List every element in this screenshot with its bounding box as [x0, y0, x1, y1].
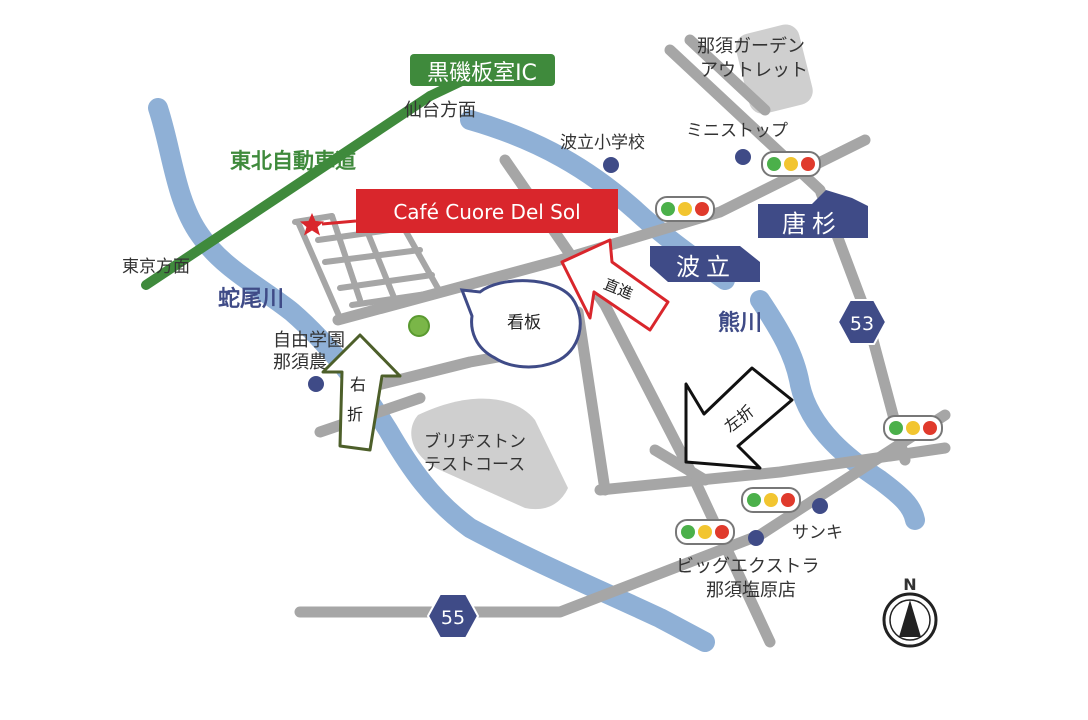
- ministop-poi-dot-icon: [735, 149, 751, 165]
- right-turn-label-1: 右: [350, 375, 366, 394]
- sanki-label: サンキ: [792, 523, 843, 543]
- sanki-poi-dot-icon: [812, 498, 828, 514]
- bigx-label-line1: ビッグエクストラ: [676, 556, 819, 577]
- straight-arrow: 直進: [560, 238, 670, 332]
- tokyo-direction-label: 東京方面: [122, 257, 190, 277]
- school-poi-dot-icon: [308, 376, 324, 392]
- road-south-ew: [594, 442, 951, 496]
- karasugi-label: 唐杉: [782, 210, 842, 238]
- traffic-signal-icon: [761, 151, 821, 177]
- bridgestone-test-course-area: [411, 398, 568, 510]
- ic-label: 黒磯板室IC: [427, 61, 537, 86]
- bridgestone-label-line2: テストコース: [424, 455, 525, 475]
- river-kuma: [750, 290, 925, 530]
- turn-arrow-icon: [321, 333, 402, 452]
- ministop-label: ミニストップ: [686, 121, 788, 141]
- elementary-school-label: 波立小学校: [560, 133, 645, 153]
- cafe-marker: Café Cuore Del Sol: [300, 189, 618, 236]
- left-turn-arrow: 左折: [684, 366, 794, 470]
- garden-outlet-label-line1: 那須ガーデン: [697, 36, 805, 57]
- compass-icon: N: [882, 575, 938, 648]
- traffic-signal-icon: [675, 519, 735, 545]
- ic-badge: 黒磯板室IC: [410, 54, 555, 86]
- star-icon: [300, 213, 324, 236]
- river-hebio-label: 蛇尾川: [218, 286, 284, 312]
- sign-label: 看板: [507, 313, 541, 333]
- route-55-shield: 55: [426, 593, 480, 639]
- elementary-poi-dot-icon: [603, 157, 619, 173]
- route-53-shield: 53: [836, 299, 888, 345]
- turn-arrow-icon: [684, 366, 794, 470]
- route-shield-icon: [426, 593, 480, 639]
- traffic-signal-icon: [883, 415, 943, 441]
- north-label: N: [903, 575, 916, 594]
- garden-outlet-label-line2: アウトレット: [700, 60, 808, 81]
- expressway-label: 東北自動車道: [230, 149, 356, 173]
- cafe-name: Café Cuore Del Sol: [393, 200, 580, 224]
- sign-bubble: 看板: [459, 279, 582, 369]
- bigx-label-line2: 那須塩原店: [706, 580, 796, 601]
- bridgestone-label-line1: ブリヂストン: [424, 431, 526, 452]
- hatsudachi-badge: 波立: [650, 246, 760, 282]
- road-garden: [684, 34, 771, 116]
- traffic-signal-icon: [655, 196, 715, 222]
- turn-arrow-icon: [560, 238, 670, 332]
- bigx-poi-dot-icon: [748, 530, 764, 546]
- route-53-label: 53: [850, 313, 874, 335]
- park-dot-icon: [408, 315, 430, 337]
- river-kuma-label: 熊川: [718, 310, 762, 336]
- right-turn-label-2: 折: [347, 405, 363, 424]
- garden-outlet-area: [735, 24, 813, 114]
- karasugi-badge: 唐杉: [758, 190, 868, 238]
- road-branch-55: [649, 444, 711, 486]
- traffic-signals: [655, 151, 943, 545]
- road-west-ns: [572, 306, 611, 496]
- school-label-line2: 那須農: [273, 352, 327, 373]
- route-55-label: 55: [441, 607, 465, 629]
- right-turn-arrow: 右 折: [321, 333, 402, 452]
- sendai-direction-label: 仙台方面: [404, 100, 476, 121]
- cafe-name-plate: [356, 189, 618, 233]
- hatsudachi-label: 波立: [676, 253, 736, 281]
- traffic-signal-icon: [741, 487, 801, 513]
- route-shield-icon: [836, 299, 888, 345]
- school-label-line1: 自由学園: [273, 330, 345, 351]
- tohoku-expressway: [141, 91, 435, 290]
- road-east-ns: [664, 44, 911, 466]
- areas: [411, 24, 813, 510]
